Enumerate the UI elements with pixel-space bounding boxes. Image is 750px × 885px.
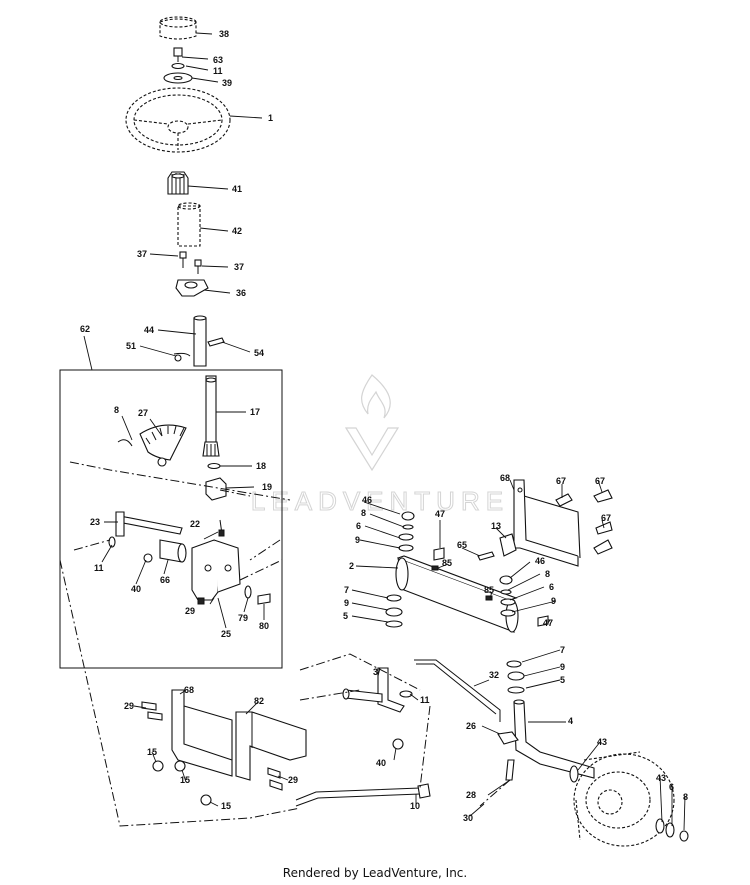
callout-85b: 85 xyxy=(484,585,494,595)
callout-68: 68 xyxy=(500,473,510,483)
callout-47b: 47 xyxy=(543,618,553,628)
lower-bracket-parts xyxy=(59,559,431,827)
callout-9: 9 xyxy=(355,535,360,545)
callout-15a: 15 xyxy=(147,747,157,757)
callout-5b: 5 xyxy=(560,675,565,685)
footer-credit: Rendered by LeadVenture, Inc. xyxy=(282,866,468,880)
callout-28: 28 xyxy=(466,790,476,800)
callout-44: 44 xyxy=(144,325,154,335)
callout-67b: 67 xyxy=(595,476,605,486)
callout-8b: 8 xyxy=(361,508,366,518)
callout-79: 79 xyxy=(238,613,248,623)
callout-66: 66 xyxy=(160,575,170,585)
callout-40: 40 xyxy=(131,584,141,594)
callout-41: 41 xyxy=(232,184,242,194)
callout-36: 36 xyxy=(236,288,246,298)
callout-30: 30 xyxy=(463,813,473,823)
callout-6b: 6 xyxy=(549,582,554,592)
callout-68b: 68 xyxy=(184,685,194,695)
callout-27: 27 xyxy=(138,408,148,418)
callout-62: 62 xyxy=(80,324,90,334)
callout-7: 7 xyxy=(344,585,349,595)
callout-54: 54 xyxy=(254,348,264,358)
callout-17: 17 xyxy=(250,407,260,417)
callout-15b: 15 xyxy=(180,775,190,785)
front-axle-parts xyxy=(342,479,689,847)
callout-8d: 8 xyxy=(683,792,688,802)
callout-25: 25 xyxy=(221,629,231,639)
leader-lines xyxy=(101,32,686,831)
callout-67a: 67 xyxy=(556,476,566,486)
callout-9c: 9 xyxy=(344,598,349,608)
callout-2: 2 xyxy=(349,561,354,571)
callout-11: 11 xyxy=(213,66,223,76)
callout-63: 63 xyxy=(213,55,223,65)
callout-47: 47 xyxy=(435,509,445,519)
callout-32: 32 xyxy=(489,670,499,680)
callout-29c: 29 xyxy=(288,775,298,785)
callout-51: 51 xyxy=(126,341,136,351)
callout-19: 19 xyxy=(262,482,272,492)
callout-29: 29 xyxy=(185,606,195,616)
callout-43b: 43 xyxy=(656,773,666,783)
callout-15c: 15 xyxy=(221,801,231,811)
callout-numbers: 38 63 11 39 1 41 42 37 37 36 62 44 51 54… xyxy=(80,29,688,823)
callout-67c: 67 xyxy=(601,513,611,523)
callout-29b: 29 xyxy=(124,701,134,711)
callout-43: 43 xyxy=(597,737,607,747)
callout-40b: 40 xyxy=(376,758,386,768)
steering-gear-subassembly xyxy=(59,335,291,669)
callout-23: 23 xyxy=(90,517,100,527)
callout-5: 5 xyxy=(343,611,348,621)
callout-22: 22 xyxy=(190,519,200,529)
callout-26: 26 xyxy=(466,721,476,731)
callout-4: 4 xyxy=(568,716,573,726)
callout-6c: 6 xyxy=(669,782,674,792)
callout-46b: 46 xyxy=(535,556,545,566)
callout-7b: 7 xyxy=(560,645,565,655)
callout-85: 85 xyxy=(442,558,452,568)
watermark-text: LEADVENTURE xyxy=(251,486,509,516)
callout-18: 18 xyxy=(256,461,266,471)
callout-6: 6 xyxy=(356,521,361,531)
callout-11b: 11 xyxy=(94,563,104,573)
callout-37a: 37 xyxy=(137,249,147,259)
callout-8c: 8 xyxy=(545,569,550,579)
callout-82: 82 xyxy=(254,696,264,706)
callout-8: 8 xyxy=(114,405,119,415)
callout-9b: 9 xyxy=(551,596,556,606)
callout-65: 65 xyxy=(457,540,467,550)
steering-column-parts xyxy=(125,16,231,367)
callout-3: 3 xyxy=(373,667,378,677)
leadventure-watermark: LEADVENTURE xyxy=(250,374,509,517)
callout-38: 38 xyxy=(219,29,229,39)
callout-10: 10 xyxy=(410,801,420,811)
callout-39: 39 xyxy=(222,78,232,88)
callout-13: 13 xyxy=(491,521,501,531)
callout-11c: 11 xyxy=(420,695,430,705)
callout-1: 1 xyxy=(268,113,273,123)
callout-9d: 9 xyxy=(560,662,565,672)
callout-46: 46 xyxy=(362,495,372,505)
callout-42: 42 xyxy=(232,226,242,236)
callout-80: 80 xyxy=(259,621,269,631)
callout-37b: 37 xyxy=(234,262,244,272)
